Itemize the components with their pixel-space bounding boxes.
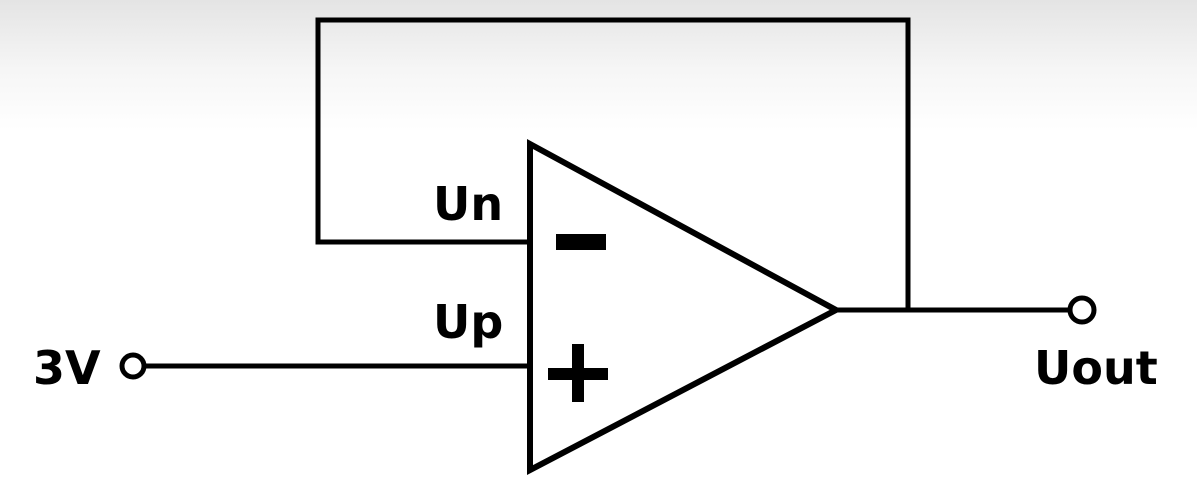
feedback-wire — [315, 17, 911, 313]
minus-sign-icon — [556, 234, 606, 250]
label-3v: 3V — [33, 341, 101, 395]
label-un: Un — [433, 177, 503, 231]
opamp-triangle — [527, 138, 843, 475]
label-up: Up — [433, 295, 503, 349]
output-terminal — [1067, 295, 1097, 325]
label-uout: Uout — [1034, 341, 1158, 395]
plus-sign-icon — [548, 344, 608, 402]
input-terminal — [119, 352, 147, 380]
